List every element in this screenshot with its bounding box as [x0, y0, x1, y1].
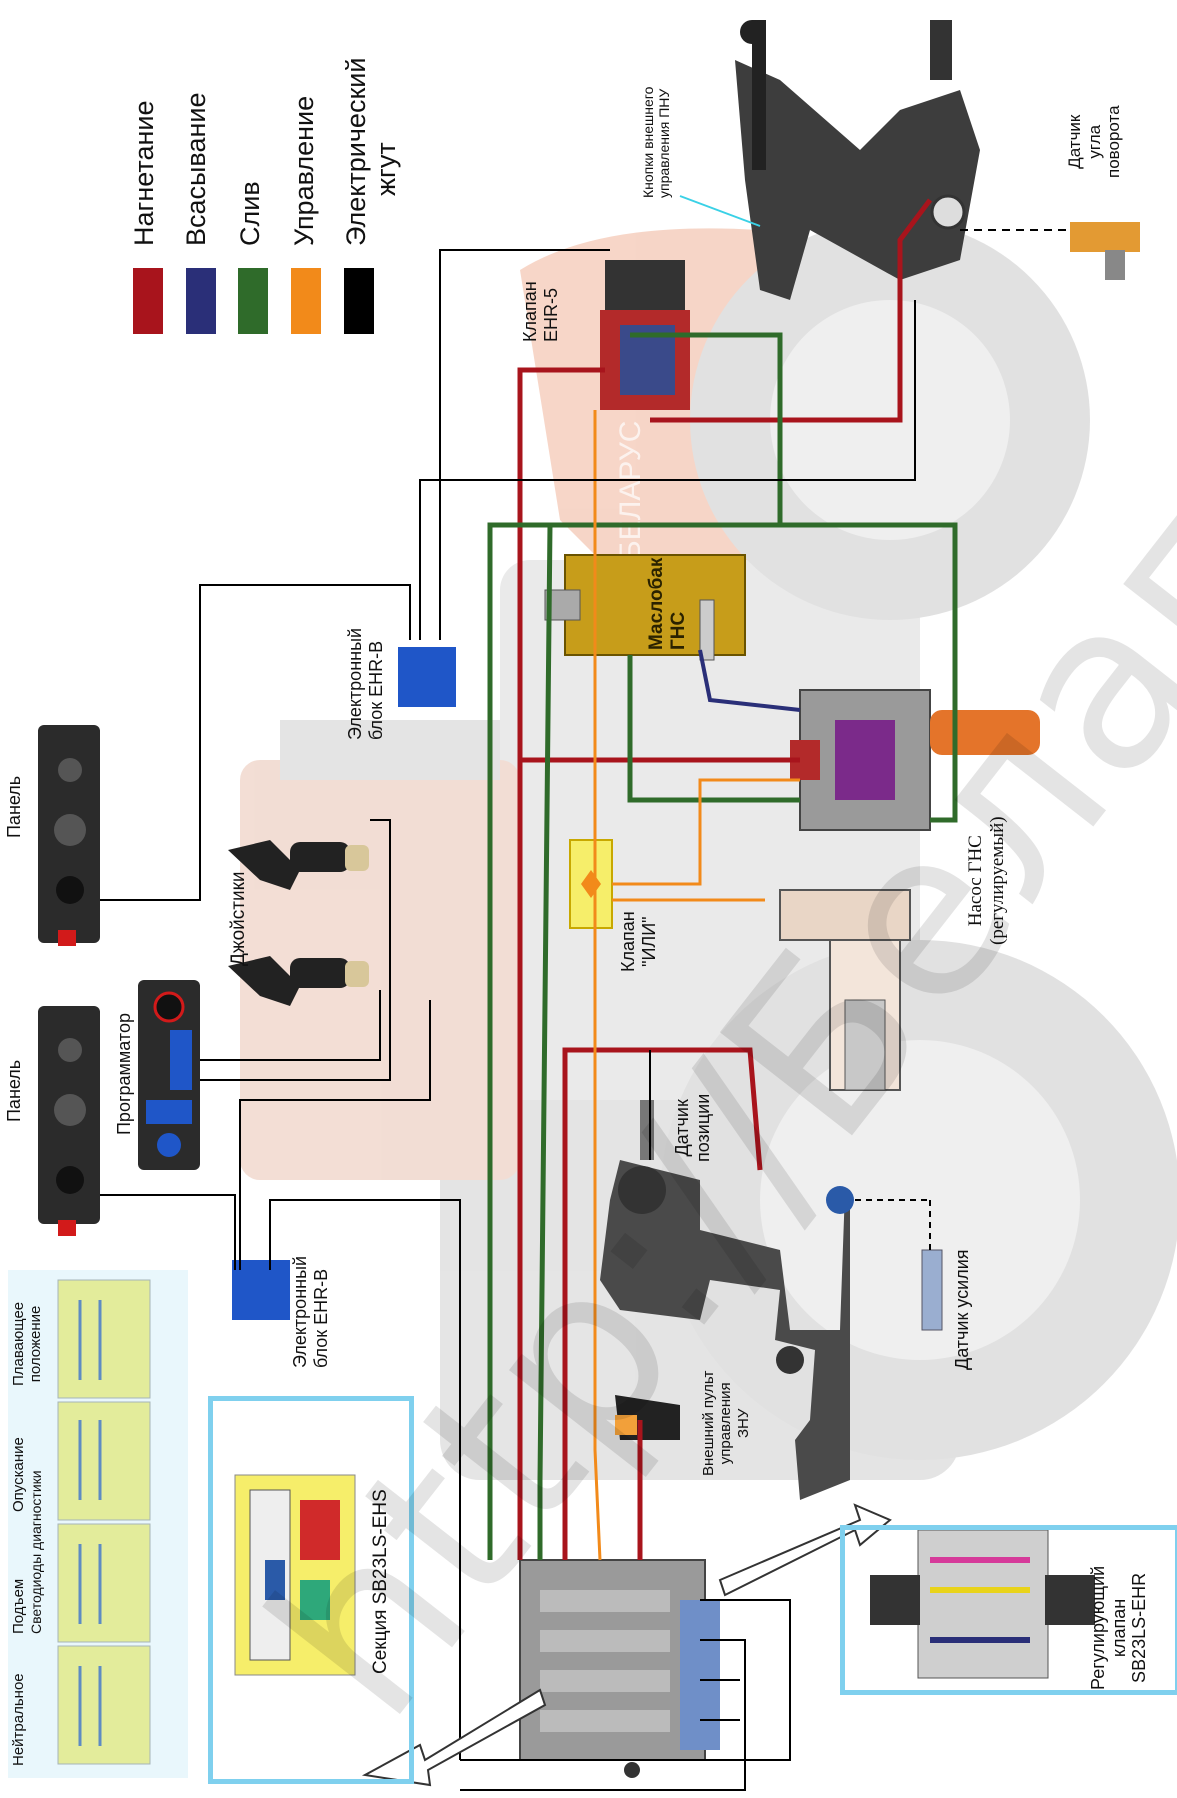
- legend-label-drain: Слив: [236, 181, 266, 246]
- strip-state-raise: Подъем: [10, 1579, 27, 1634]
- legend-label-suction: Всасывание: [182, 93, 212, 247]
- legend-label-electric: Электрический жгут: [342, 58, 401, 246]
- label-panel-top: Панель: [4, 776, 25, 838]
- force-sensor-device: [922, 1250, 942, 1330]
- tractor-brand: БЕЛАРУС: [614, 421, 647, 560]
- legend-label-pressure: Нагнетание: [130, 101, 160, 246]
- position-sensor-device: [640, 1100, 654, 1160]
- legend-label-electric-line1: Электрический: [342, 58, 372, 246]
- label-gns-pump: Насос ГНС(регулируемый): [965, 816, 1009, 945]
- label-section: Секция SB23LS-EHS: [370, 1489, 392, 1674]
- ehrb-top-device: [398, 647, 456, 707]
- strip-leds-label: Светодиоды диагностики: [28, 1470, 44, 1634]
- or-valve: [570, 840, 612, 928]
- label-programmer: Программатор: [114, 1013, 135, 1135]
- angle-sensor: [1070, 222, 1140, 280]
- strip-state-lower: Опускание: [10, 1437, 27, 1512]
- gns-pump: [790, 690, 1040, 830]
- panel-bottom-device: [38, 1006, 100, 1236]
- label-joysticks: Джойстики: [228, 872, 250, 967]
- label-or-valve: Клапан"ИЛИ": [618, 911, 659, 972]
- strip-state-neutral: Нейтральное: [10, 1673, 27, 1766]
- label-force-sensor: Датчик усилия: [952, 1249, 973, 1370]
- programmer-device: [138, 980, 200, 1170]
- panel-top-device: [38, 725, 100, 946]
- tractor-silhouette: [240, 220, 1177, 1480]
- legend-swatches: [133, 268, 374, 334]
- label-panel-bottom: Панель: [4, 1060, 25, 1122]
- legend-label-electric-line2: жгут: [372, 58, 402, 246]
- main-distributor: [520, 1560, 720, 1778]
- legend-label-control: Управление: [290, 96, 320, 246]
- oil-tank: [545, 555, 745, 660]
